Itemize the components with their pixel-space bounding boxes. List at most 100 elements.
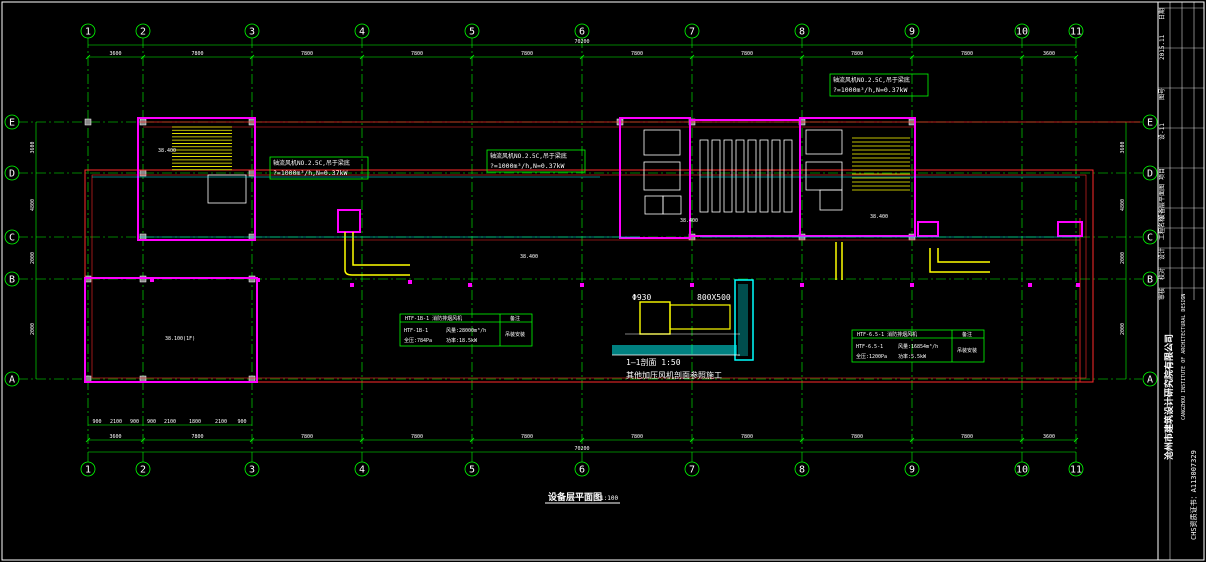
dim-bottom-value: 7800 <box>631 434 643 440</box>
dim-top-total: 70200 <box>574 39 589 45</box>
equipment-rack <box>747 139 757 213</box>
room-label-5: 38.100(1F) <box>165 336 195 342</box>
axis-bubble-y <box>4 229 20 245</box>
axis-label-x: 11 <box>1070 27 1082 38</box>
room-label-1: 38.400 <box>158 148 176 154</box>
axis-label-x: 10 <box>1016 465 1028 476</box>
dim-bottom-tick <box>1019 437 1025 443</box>
fan-marker <box>690 283 694 287</box>
axis-label-y: E <box>9 118 15 129</box>
fan-note-1-line2: ?=1000m³/h,N=0.37kW <box>273 169 347 177</box>
axis-label-x: 2 <box>140 27 146 38</box>
axis-label-x: 6 <box>579 465 585 476</box>
dim-left-value: 3600 <box>30 141 36 153</box>
axis-bubble-x <box>354 23 370 39</box>
dim-top-value: 7800 <box>521 51 533 57</box>
axis-bubble-x <box>684 461 700 477</box>
dim-detail-value: 1800 <box>189 419 201 425</box>
title-block-row: 日期 <box>1158 8 1166 20</box>
room-label-3: 38.400 <box>870 214 888 220</box>
dim-top-value: 7800 <box>741 51 753 57</box>
fan-table-2-side: 备注 <box>962 331 972 338</box>
axis-label-y: C <box>1147 233 1153 244</box>
title-block-row: 项目 <box>1159 168 1166 180</box>
axis-bubble-x <box>135 461 151 477</box>
elevator-shafts <box>207 129 843 215</box>
axis-bubble-x <box>684 23 700 39</box>
axis-label-x: 5 <box>469 27 475 38</box>
fan-table-2-side-val: 吊装安装 <box>957 347 977 354</box>
axis-bubble-y <box>4 165 20 181</box>
axis-label-x: 4 <box>359 465 365 476</box>
fan-note-3-line2: ?=1000m³/h,N=0.37kW <box>833 86 907 94</box>
axis-label-y: C <box>9 233 15 244</box>
axis-bubble-x <box>244 461 260 477</box>
fan-table-2-row-b: 风量:16854m³/h <box>898 343 938 350</box>
section-note: 其他加压风机剖面参照施工 <box>626 370 722 380</box>
dim-bottom-tick <box>469 437 475 443</box>
title-block-row: 设计 <box>1158 248 1166 260</box>
axis-label-x: 1 <box>85 27 91 38</box>
equipment-rack <box>735 139 745 213</box>
fan-table-1-side: 备注 <box>510 315 520 322</box>
dim-detail-value: 900 <box>147 419 156 425</box>
axis-bubble-y <box>4 271 20 287</box>
stair-left <box>172 126 232 171</box>
dim-top-tick <box>1019 54 1025 60</box>
axis-label-x: 9 <box>909 27 915 38</box>
dim-top-value: 7800 <box>191 51 203 57</box>
axis-bubble-x <box>794 23 810 39</box>
axis-label-x: 2 <box>140 465 146 476</box>
dim-detail-value: 900 <box>130 419 139 425</box>
annotation-text: 轴流风机NO.2.5C,吊于梁底 ?=1000m³/h,N=0.37kW 轴流风… <box>158 76 977 504</box>
fan-table-2-row-d: 功率:5.5kW <box>898 353 927 360</box>
fan-marker <box>910 283 914 287</box>
fan-marker <box>408 280 412 284</box>
cyan-leaders <box>92 176 1080 238</box>
dim-top-tick <box>469 54 475 60</box>
axis-label-x: 7 <box>689 465 695 476</box>
axis-bubble-x <box>904 23 920 39</box>
dim-bottom-value: 3600 <box>109 434 121 440</box>
dim-top-tick <box>579 54 585 60</box>
dim-bottom-value: 7800 <box>301 434 313 440</box>
dim-top-value: 7800 <box>961 51 973 57</box>
equipment-rack <box>783 139 793 213</box>
axis-bubble-y <box>1142 165 1158 181</box>
dim-bottom-tick <box>140 437 146 443</box>
dim-bottom-total: 70200 <box>574 446 589 452</box>
fan-table-2-row-a: HTF-6.5-1 <box>856 344 883 350</box>
axis-label-x: 5 <box>469 465 475 476</box>
axis-bubble-x <box>904 461 920 477</box>
axis-label-y: D <box>1147 169 1153 180</box>
axis-bubble-y <box>4 371 20 387</box>
dim-bottom-value: 7800 <box>411 434 423 440</box>
dim-top-tick <box>85 54 91 60</box>
title-block-row: 校对 <box>1158 268 1166 280</box>
stair-right <box>852 137 910 191</box>
axis-bubble-y <box>1142 114 1158 130</box>
dim-bottom-value: 7800 <box>191 434 203 440</box>
core-walls <box>84 117 1083 383</box>
axis-bubble-y <box>1142 371 1158 387</box>
dim-right-value: 3600 <box>1120 141 1126 153</box>
equipment-rack <box>699 139 709 213</box>
dim-top-tick <box>909 54 915 60</box>
title-block-row: 审核 <box>1158 288 1166 300</box>
axis-bubble-y <box>1142 271 1158 287</box>
title-block-row: 图号 <box>1159 88 1166 100</box>
title-block-row: 工程名称 <box>1158 216 1166 240</box>
dim-top-tick <box>689 54 695 60</box>
dim-detail-value: 2100 <box>164 419 176 425</box>
axis-bubble-x <box>244 23 260 39</box>
dim-bottom-value: 3600 <box>1043 434 1055 440</box>
fan-table-1-header: HTF-1B-1 消防排烟风机 <box>405 315 462 322</box>
axis-bubble-x <box>80 23 96 39</box>
title-block-cert: CHS资质证书：A113007329 <box>1189 450 1198 540</box>
fan-table-1 <box>399 313 533 347</box>
axis-bubble-x <box>135 23 151 39</box>
axis-bubble-y <box>4 114 20 130</box>
fan-marker <box>150 278 154 282</box>
